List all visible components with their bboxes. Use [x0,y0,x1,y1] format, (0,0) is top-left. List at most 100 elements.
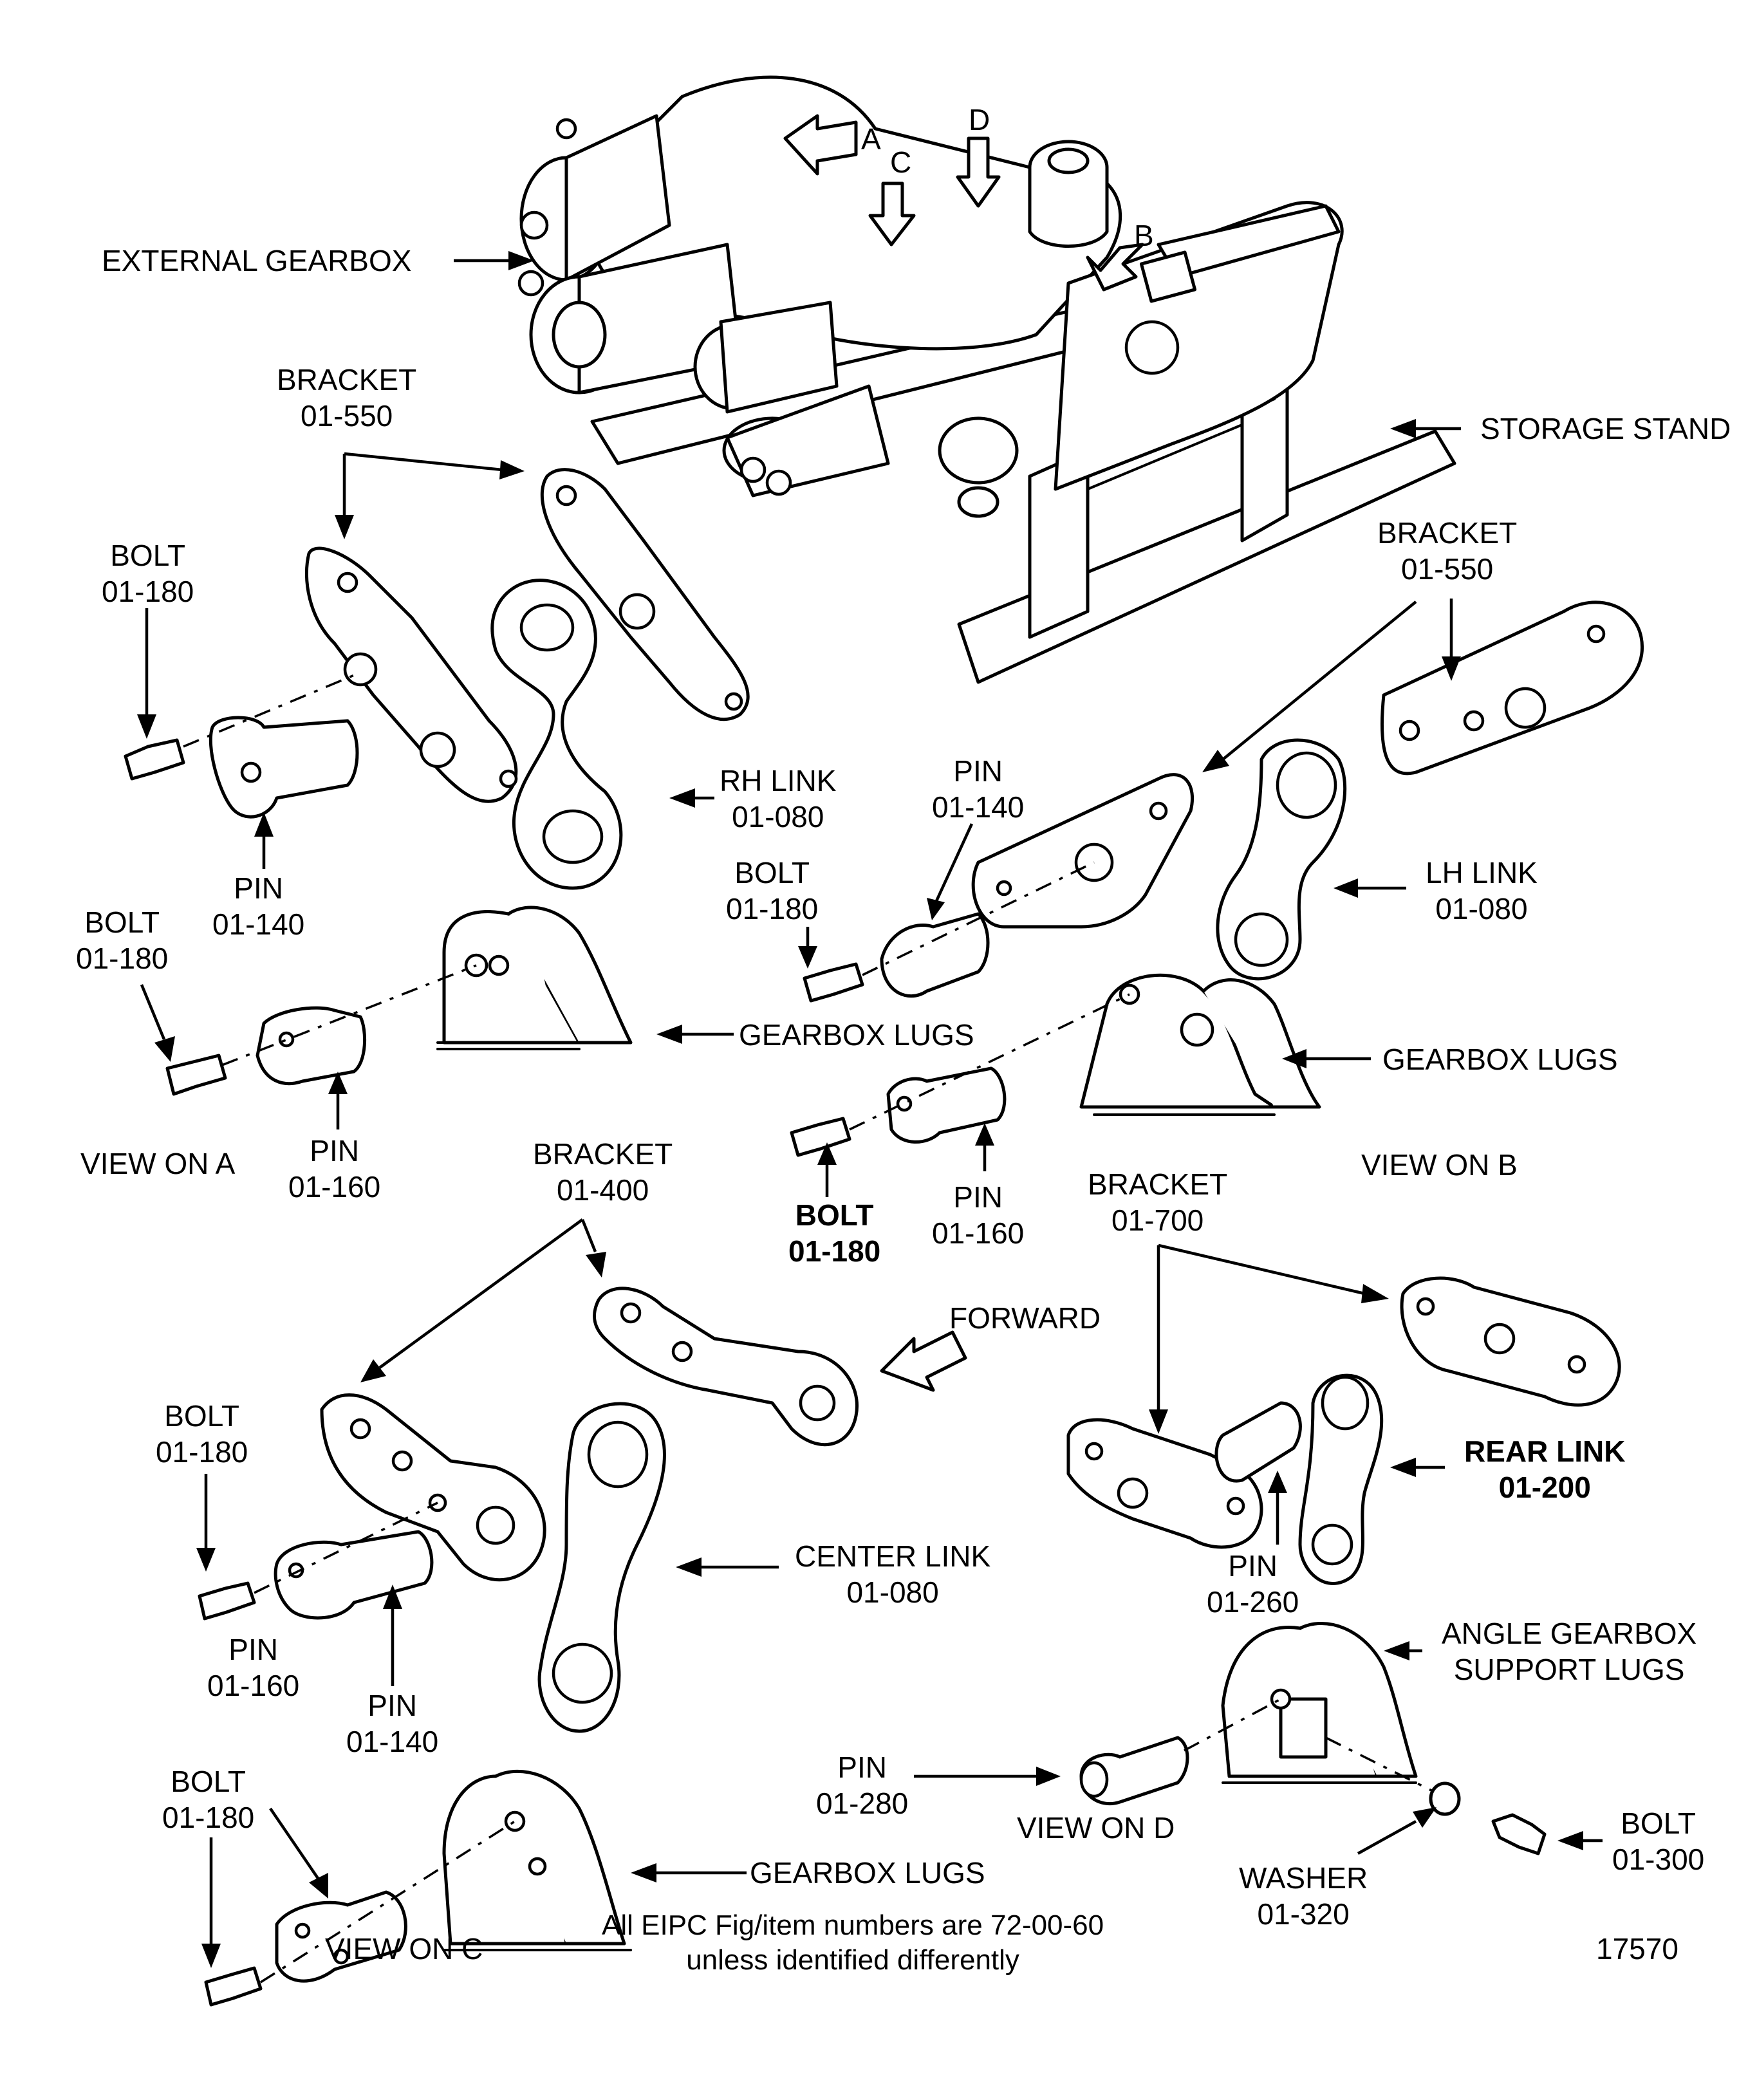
label-storage-stand: STORAGE STAND [1480,411,1731,447]
text: WASHER [1239,1861,1368,1895]
bolt-01-180-a2 [165,1054,227,1096]
text: 01-080 [846,1575,939,1609]
label-view-letter-d: D [969,102,990,138]
label-gearbox-lugs-c: GEARBOX LUGS [750,1855,985,1891]
bracket-01-550-b-right [1380,600,1644,776]
text: unless identified differently [686,1944,1019,1976]
text: BRACKET [1088,1167,1228,1201]
text: GEARBOX LUGS [739,1018,974,1052]
text-letter-c: C [890,145,912,179]
pin-01-280 [1079,1736,1189,1806]
gearbox-assembly-illustration [517,75,1456,684]
text: All EIPC Fig/item numbers are 72-00-60 [602,1910,1104,1941]
washer-01-320 [1429,1781,1461,1816]
text-external-gearbox: EXTERNAL GEARBOX [102,244,412,277]
pin-01-160-a [256,1006,367,1086]
label-external-gearbox: EXTERNAL GEARBOX [102,243,411,279]
text: PIN [953,754,1003,788]
text: 17570 [1596,1932,1678,1965]
text: 01-140 [212,907,305,941]
bolt-01-180-c2 [204,1966,263,2007]
text: PIN [234,871,283,905]
text: VIEW ON B [1361,1148,1518,1182]
view-c-parts [198,1287,967,2007]
pin-01-140-b [880,912,990,998]
view-d-parts [1066,1276,1621,1855]
text: BOLT [84,906,160,939]
text: BOLT [1621,1807,1696,1840]
label-view-on-b: VIEW ON B [1361,1147,1518,1183]
text: CENTER LINK [795,1539,991,1573]
bolt-01-180-b1 [803,962,864,1003]
text: BOLT [734,856,810,889]
text: LH LINK [1426,856,1538,889]
text: RH LINK [720,764,837,797]
pin-01-160-b [886,1066,1007,1144]
text: 01-400 [557,1173,649,1207]
text: PIN [837,1751,887,1784]
label-view-on-a: VIEW ON A [80,1146,235,1182]
text: BOLT [110,539,185,572]
leader-lines [137,251,1603,1968]
text: 01-180 [788,1234,881,1268]
bolt-01-300 [1491,1813,1547,1855]
pin-01-140-c [274,1530,434,1620]
text: REAR LINK [1464,1435,1626,1468]
bracket-01-700-left [1066,1418,1263,1549]
label-gearbox-lugs-a: GEARBOX LUGS [739,1017,974,1053]
label-view-on-d: VIEW ON D [1017,1810,1175,1846]
text: 01-140 [346,1725,439,1758]
bolt-01-180-c1 [198,1581,256,1621]
gearbox-components [517,114,1109,518]
text: PIN [367,1689,417,1722]
text: PIN [228,1633,278,1666]
text: 01-080 [732,800,824,833]
text: BOLT [164,1399,239,1433]
text: 01-700 [1111,1203,1204,1237]
forward-arrow [880,1330,967,1392]
bracket-01-400-right [592,1287,859,1447]
pin-01-260 [1214,1401,1302,1483]
rh-link-01-080 [490,579,623,890]
text-letter-a: A [861,122,881,156]
figure-number: 17570 [1596,1931,1678,1967]
label-view-letter-a: A [861,121,881,157]
text: BOLT [795,1198,874,1232]
text: 01-180 [102,575,194,608]
text-storage-stand: STORAGE STAND [1480,412,1731,445]
text: 01-160 [207,1669,300,1702]
text: 01-160 [288,1170,381,1203]
text: PIN [1228,1549,1278,1583]
view-a-parts [124,468,750,1096]
text: 01-200 [1498,1471,1591,1504]
text: 01-280 [816,1787,909,1820]
text: 01-260 [1207,1585,1299,1619]
label-view-letter-c: C [890,144,911,180]
label-gearbox-lugs-b: GEARBOX LUGS [1382,1041,1618,1077]
text: VIEW ON A [80,1147,236,1180]
view-b-parts [790,600,1644,1157]
text: BRACKET [533,1137,673,1171]
text: 01-550 [1401,552,1494,586]
